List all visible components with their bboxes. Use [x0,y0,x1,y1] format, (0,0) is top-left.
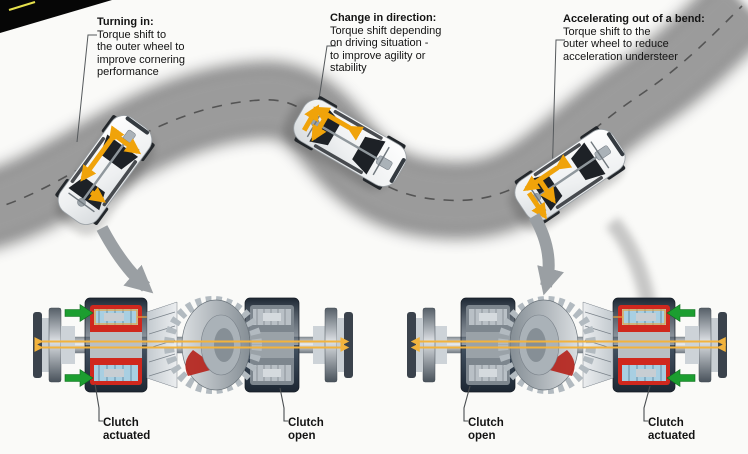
differential-right-unit [407,298,727,392]
car-accelerating-out [500,121,636,238]
clutch-label-leaders [94,383,651,422]
annotation-title: Turning in: [97,16,154,28]
torque-arrows [522,154,573,220]
car-change-direction [276,87,413,199]
annotation-body: Torque shift to the outer wheel to reduc… [563,25,678,63]
annotation-turning-in: Turning in: Torque shift to the outer wh… [97,16,219,79]
annotation-body: Torque shift depending on driving situat… [330,24,442,75]
annotation-accelerating-out: Accelerating out of a bend: Torque shift… [563,13,741,63]
flow-arrows [96,212,564,296]
label-right-unit-right-clutch: Clutch actuated [648,417,696,442]
torque-arrows [301,104,364,142]
annotation-change-in-direction: Change in direction: Torque shift depend… [330,12,480,75]
annotation-title: Accelerating out of a bend: [563,13,705,25]
label-right-unit-left-clutch: Clutch open [468,417,504,442]
car-turning-in [45,108,165,243]
torque-arrows [80,125,142,203]
label-left-unit-right-clutch: Clutch open [288,417,324,442]
differential-left-unit [33,298,353,392]
annotation-body: Torque shift to the outer wheel to impro… [97,28,186,79]
label-left-unit-left-clutch: Clutch actuated [103,417,151,442]
annotation-title: Change in direction: [330,12,437,24]
flow-arrow-right [528,212,564,296]
flow-arrow-left [96,225,154,294]
page-corner [0,0,112,33]
